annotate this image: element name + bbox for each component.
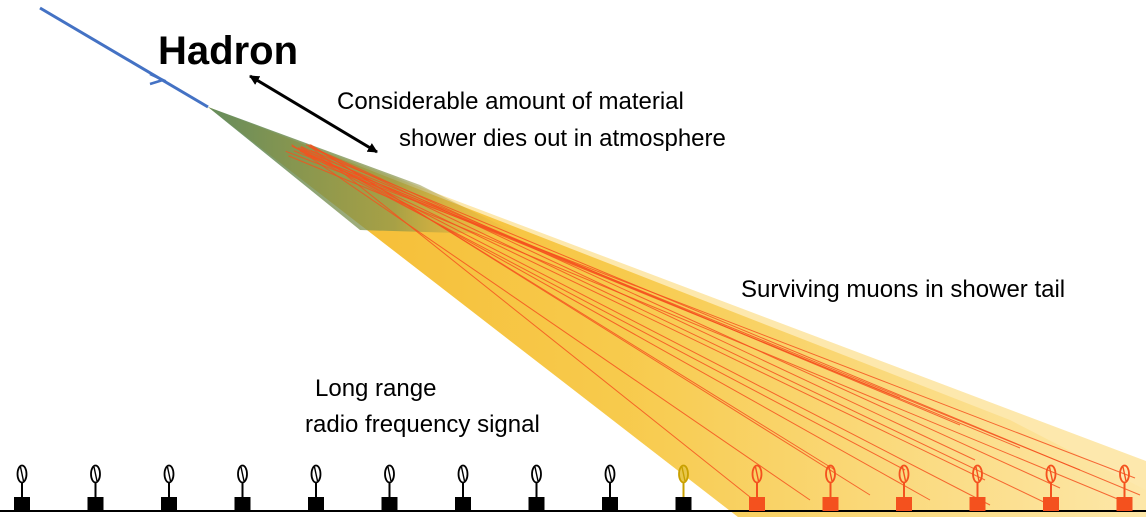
station-icon (14, 497, 30, 511)
station-icon (749, 497, 765, 511)
station-icon (529, 497, 545, 511)
station-icon (676, 497, 692, 511)
station-icon (161, 497, 177, 511)
antenna-icon (18, 466, 27, 483)
detector-station-off (602, 466, 618, 512)
station-icon (382, 497, 398, 511)
antenna-icon (312, 466, 321, 483)
station-icon (602, 497, 618, 511)
antenna-icon (238, 466, 247, 483)
detector-station-off (382, 466, 398, 512)
detector-station-off (14, 466, 30, 512)
antenna-icon (532, 466, 541, 483)
radio-label-line2: radio frequency signal (305, 411, 540, 439)
station-icon (235, 497, 251, 511)
muons-label: Surviving muons in shower tail (741, 276, 1065, 304)
detector-station-off (88, 466, 104, 512)
detector-station-off (235, 466, 251, 512)
detector-station-off (529, 466, 545, 512)
antenna-icon (606, 466, 615, 483)
antenna-icon (385, 466, 394, 483)
detector-station-off (308, 466, 324, 512)
antenna-icon (165, 466, 174, 483)
material-label-line1: Considerable amount of material (337, 88, 684, 116)
station-icon (896, 497, 912, 511)
antenna-icon (91, 466, 100, 483)
particle-label: Hadron (158, 28, 298, 74)
station-icon (970, 497, 986, 511)
station-icon (1117, 497, 1133, 511)
muon-track (300, 147, 930, 500)
station-icon (1043, 497, 1059, 511)
detector-station-off (161, 466, 177, 512)
station-icon (308, 497, 324, 511)
antenna-icon (679, 466, 688, 483)
detector-station-off (455, 466, 471, 512)
station-icon (88, 497, 104, 511)
material-label-line2: shower dies out in atmosphere (399, 125, 726, 153)
radio-label-line1: Long range (315, 375, 436, 403)
station-icon (823, 497, 839, 511)
station-icon (455, 497, 471, 511)
antenna-icon (459, 466, 468, 483)
